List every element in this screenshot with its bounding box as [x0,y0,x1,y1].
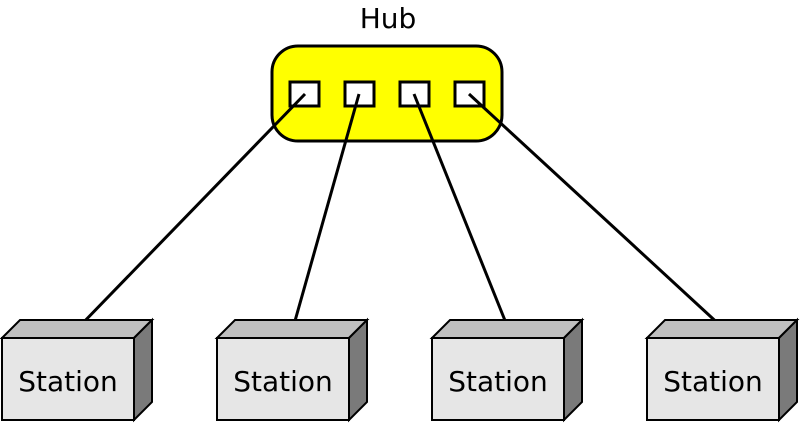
cable-4 [467,92,725,330]
station-1-front [1,337,135,421]
hub-body [270,44,504,143]
station-4-front [646,337,780,421]
station-2-side [348,317,368,423]
station-3: Station [429,317,585,423]
station-1: Station [0,317,155,423]
station-3-side [563,317,583,423]
station-1-label: Station [18,365,118,398]
station-1-side [133,317,153,423]
station-3-label: Station [448,365,548,398]
cable-3 [412,93,510,329]
station-3-front [431,337,565,421]
cable-1 [76,92,307,330]
station-4-label: Station [663,365,763,398]
station-1-top [0,319,155,339]
station-2-label: Station [233,365,333,398]
station-4-top [644,319,800,339]
cable-2 [291,93,361,329]
hub-port-2 [343,80,376,108]
station-4-side [778,317,798,423]
station-4: Station [644,317,800,423]
station-3-top [429,319,585,339]
station-2-top [214,319,370,339]
station-2-front [216,337,350,421]
station-2: Station [214,317,370,423]
hub-label: Hub [360,2,417,35]
